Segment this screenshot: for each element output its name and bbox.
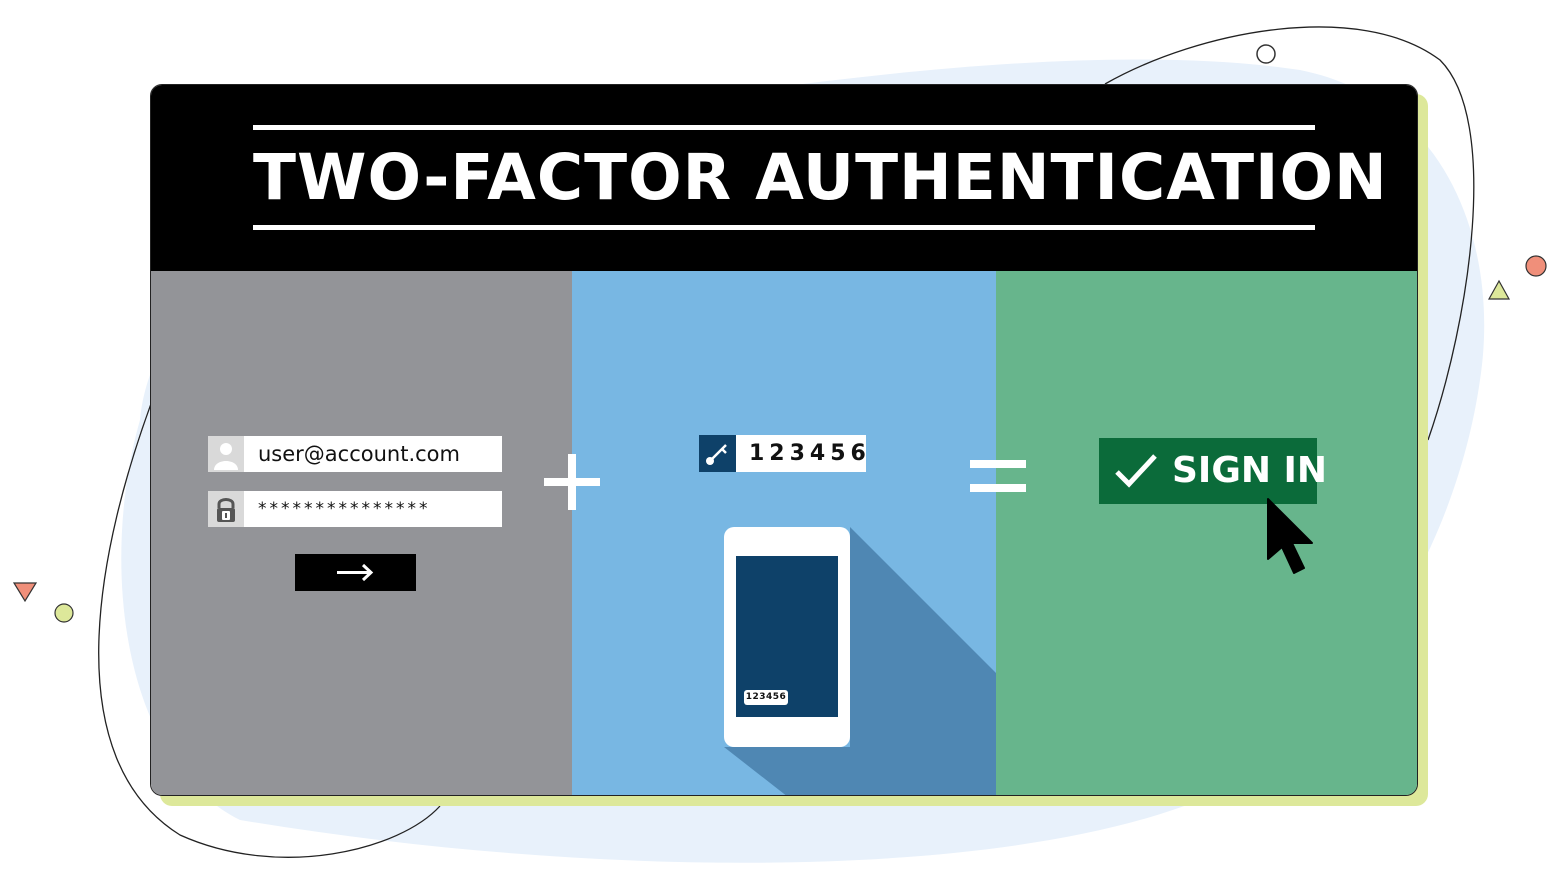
sms-code-badge: 123456 xyxy=(744,690,788,705)
title-rule-top xyxy=(253,125,1315,130)
mouse-cursor-icon xyxy=(1267,498,1313,574)
background-outline xyxy=(98,26,1475,858)
code-panel: 123456 123456 xyxy=(572,271,996,795)
equals-operator xyxy=(970,460,1026,492)
header: TWO-FACTOR AUTHENTICATION xyxy=(151,85,1417,271)
illustration-card: TWO-FACTOR AUTHENTICATION user@account.c… xyxy=(150,84,1418,796)
submit-button[interactable] xyxy=(295,554,416,591)
password-field[interactable]: *************** xyxy=(208,491,502,527)
lock-icon xyxy=(208,491,244,527)
deco-triangle-left xyxy=(12,582,38,603)
checkmark-icon xyxy=(1115,454,1157,488)
deco-circle-top xyxy=(1256,44,1276,64)
deco-circle-left xyxy=(54,603,74,623)
code-field: 123456 xyxy=(699,435,866,472)
code-value: 123456 xyxy=(749,441,871,466)
email-field[interactable]: user@account.com xyxy=(208,436,502,472)
deco-triangle-right xyxy=(1487,279,1511,300)
plus-operator xyxy=(544,454,600,510)
deco-circle-right xyxy=(1525,255,1547,277)
credentials-panel: user@account.com *************** xyxy=(151,271,572,795)
signin-panel: SIGN IN xyxy=(996,271,1417,795)
key-icon xyxy=(699,435,736,472)
arrow-right-icon xyxy=(337,563,374,582)
sign-in-label: SIGN IN xyxy=(1172,450,1328,491)
phone: 123456 xyxy=(724,527,850,747)
phone-long-shadow xyxy=(724,527,996,795)
password-value: *************** xyxy=(258,499,431,519)
page-title: TWO-FACTOR AUTHENTICATION xyxy=(253,141,1388,214)
email-value: user@account.com xyxy=(258,442,460,466)
phone-screen: 123456 xyxy=(736,556,838,717)
title-rule-bottom xyxy=(253,225,1315,230)
sign-in-button[interactable]: SIGN IN xyxy=(1099,438,1327,504)
user-icon xyxy=(208,436,244,472)
